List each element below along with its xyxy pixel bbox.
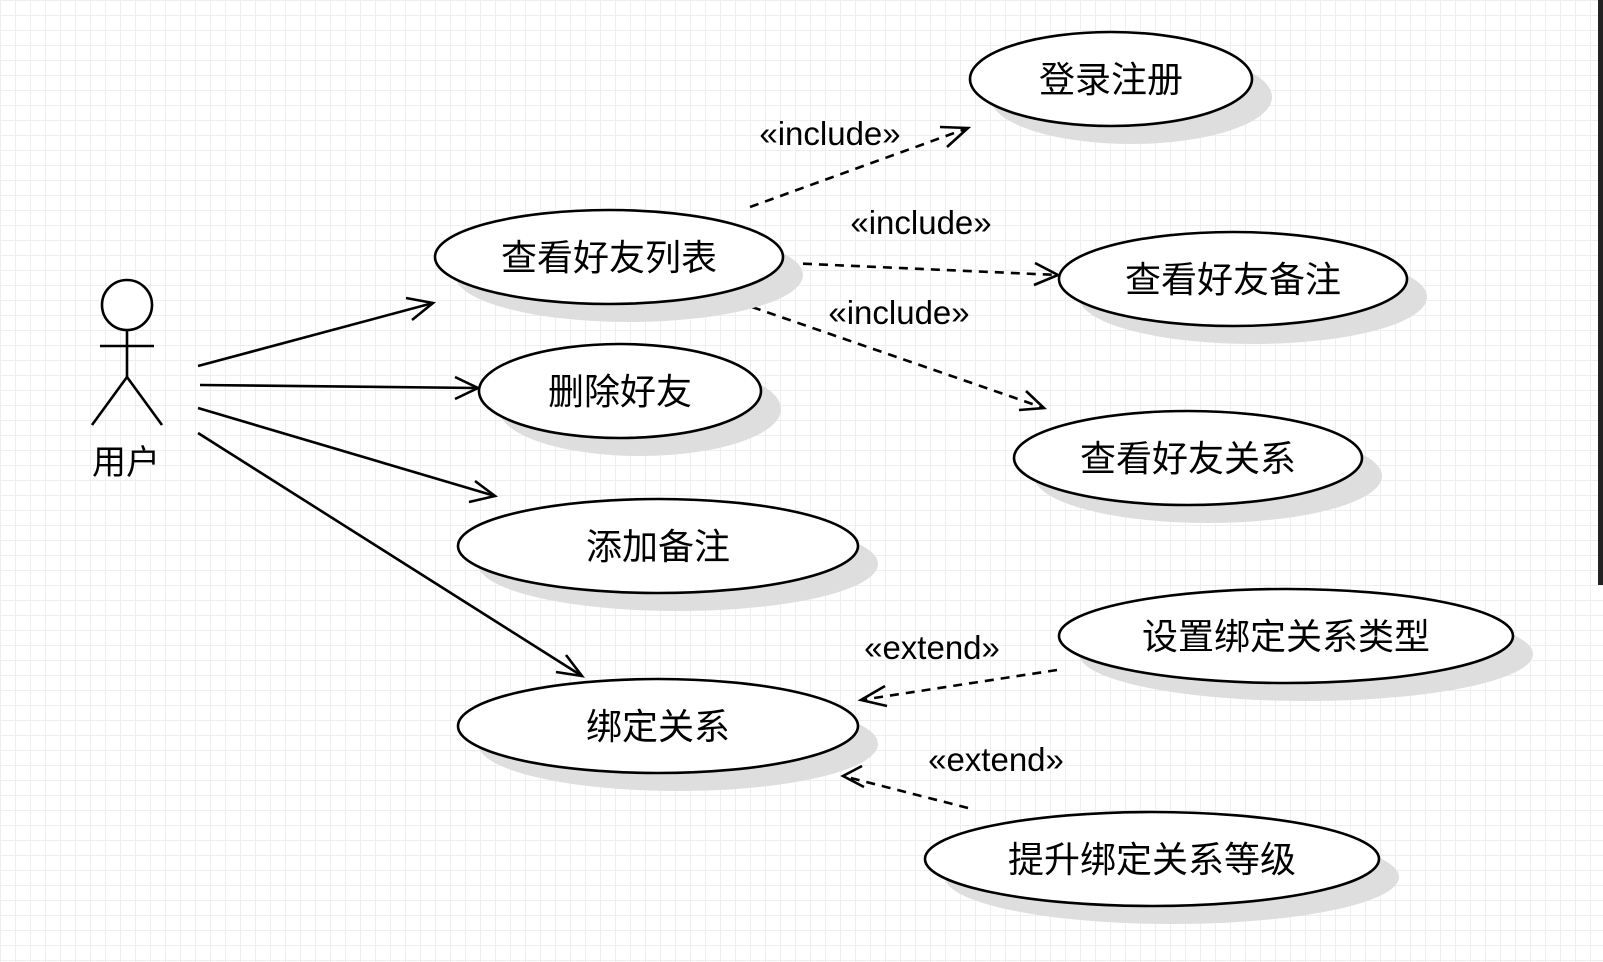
association-bind-relation (197, 431, 585, 678)
include-edge-note (786, 261, 1062, 287)
use-case-view-friend-list[interactable]: 查看好友列表 (433, 208, 803, 322)
use-case-label: 添加备注 (586, 527, 730, 568)
include-edge-login (749, 125, 972, 209)
actor-left-leg (90, 376, 129, 426)
use-case-label: 登录注册 (1039, 60, 1183, 101)
association-view-friend-list (197, 296, 437, 368)
use-case-label: 查看好友关系 (1080, 439, 1296, 480)
use-case-label: 查看好友备注 (1125, 260, 1341, 301)
use-case-view-friend-note[interactable]: 查看好友备注 (1057, 230, 1427, 344)
extend-edge-upgrade-level (840, 764, 969, 810)
use-case-label: 提升绑定关系等级 (1008, 840, 1296, 881)
actor-label: 用户 (92, 443, 160, 483)
use-case-label: 查看好友列表 (501, 238, 717, 279)
actor-head (100, 278, 154, 332)
extend-label-upgrade-level: «extend» (928, 741, 1064, 778)
use-case-set-bind-type[interactable]: 设置绑定关系类型 (1057, 587, 1533, 701)
include-label-login: «include» (759, 115, 900, 152)
use-case-label: 设置绑定关系类型 (1142, 617, 1430, 658)
include-edge-relation (751, 305, 1048, 412)
actor-user[interactable]: 用户 (90, 278, 164, 483)
use-case-login-register[interactable]: 登录注册 (968, 30, 1272, 144)
actor-right-leg (125, 376, 164, 426)
use-case-upgrade-bind-level[interactable]: 提升绑定关系等级 (923, 810, 1399, 924)
association-add-note (197, 406, 499, 504)
extend-label-set-type: «extend» (864, 629, 1000, 666)
association-delete-friend (199, 375, 482, 401)
scrollbar-edge (1598, 0, 1603, 585)
use-case-add-note[interactable]: 添加备注 (456, 497, 878, 611)
include-label-note: «include» (850, 204, 991, 241)
use-case-label: 删除好友 (548, 372, 692, 413)
include-label-relation: «include» (828, 294, 969, 331)
use-case-label: 绑定关系 (586, 707, 730, 748)
use-case-delete-friend[interactable]: 删除好友 (477, 342, 781, 456)
use-case-bind-relation[interactable]: 绑定关系 (456, 677, 878, 791)
use-case-view-friend-relation[interactable]: 查看好友关系 (1012, 409, 1382, 523)
extend-edge-set-type (857, 668, 1058, 708)
